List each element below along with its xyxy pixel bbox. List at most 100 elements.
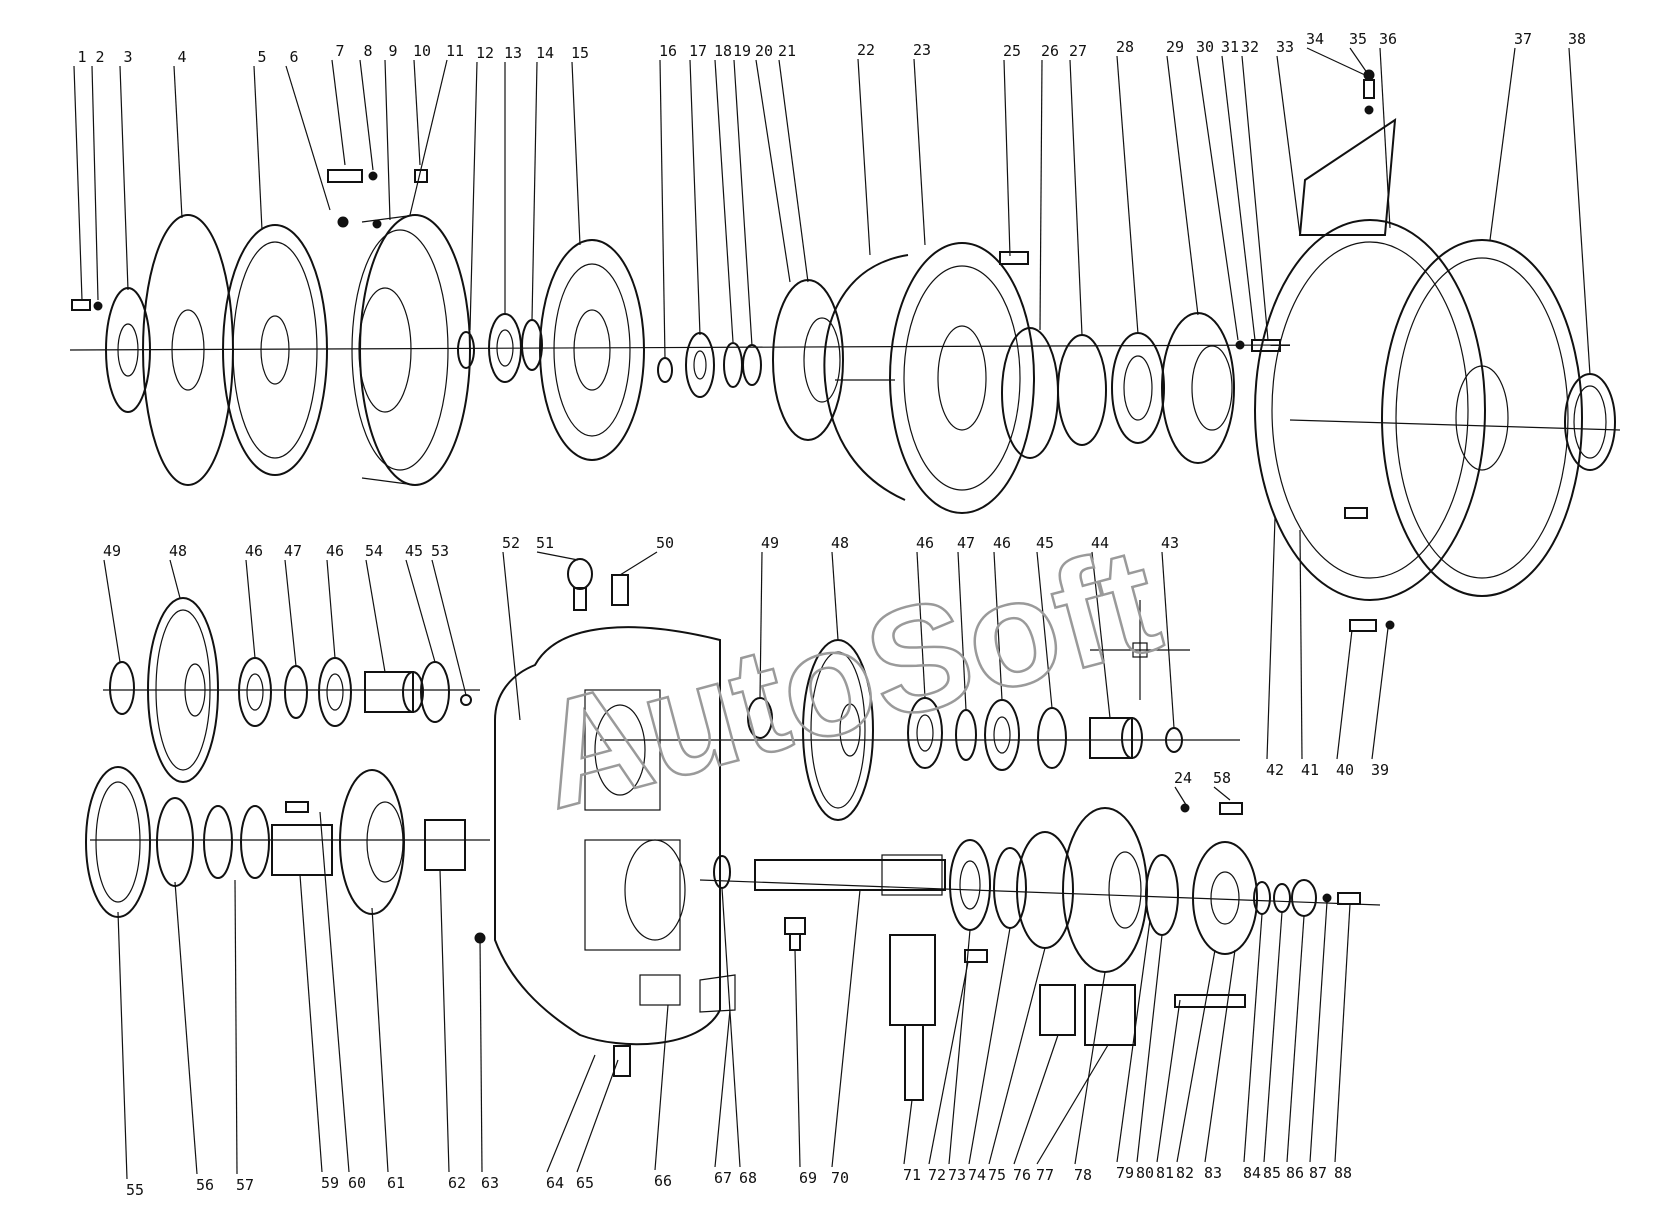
part-impeller-15 <box>539 239 645 461</box>
part-toothed-plate-5 <box>222 224 328 476</box>
leader-line-44 <box>1091 551 1111 719</box>
part-number-74: 74 <box>968 1166 986 1184</box>
leader-line-29 <box>1166 55 1199 316</box>
leader-line-69 <box>794 949 801 1168</box>
part-ring-56 <box>156 797 194 887</box>
part-number-80: 80 <box>1136 1164 1154 1182</box>
top-axis-line <box>69 344 1291 351</box>
leader-line-30 <box>1196 55 1239 341</box>
part-flange-61 <box>339 769 405 915</box>
leader-line-5 <box>253 65 263 231</box>
part-number-86: 86 <box>1286 1164 1304 1182</box>
part-number-29: 29 <box>1166 38 1184 56</box>
part-snap-ring-45-left <box>420 661 450 723</box>
leader-line-49 <box>103 559 121 663</box>
leader-line-35 <box>1349 47 1373 81</box>
leader-line-27 <box>1069 59 1083 336</box>
part-number-39: 39 <box>1371 761 1389 779</box>
leader-line-38 <box>1568 47 1591 376</box>
part-pin-7 <box>327 169 428 229</box>
leader-line-8 <box>359 59 374 171</box>
part-number-11: 11 <box>446 42 464 60</box>
part-number-25: 25 <box>1003 42 1021 60</box>
part-number-15: 15 <box>571 44 589 62</box>
part-sleeve-62 <box>424 819 466 871</box>
part-number-20: 20 <box>755 42 773 60</box>
part-hub-14 <box>521 319 543 371</box>
part-number-13: 13 <box>504 44 522 62</box>
part-number-41: 41 <box>1301 761 1319 779</box>
part-bolt-88 <box>1322 892 1361 905</box>
part-number-48: 48 <box>831 534 849 552</box>
part-number-70: 70 <box>831 1169 849 1187</box>
part-number-12: 12 <box>476 44 494 62</box>
leader-line-53 <box>431 559 467 696</box>
part-number-78: 78 <box>1074 1166 1092 1184</box>
leader-line-24 <box>1174 786 1189 809</box>
leader-line-46 <box>993 551 1003 701</box>
part-number-44: 44 <box>1091 534 1109 552</box>
part-washer-85 <box>1273 883 1291 913</box>
part-bearing-28 <box>1111 332 1165 444</box>
leader-line-33 <box>1276 55 1301 236</box>
leader-line-68 <box>721 887 741 1168</box>
part-spacer-47-left <box>284 665 308 719</box>
part-housing-11 <box>351 214 471 486</box>
part-number-21: 21 <box>778 42 796 60</box>
part-number-30: 30 <box>1196 38 1214 56</box>
part-bearing-46-left-b <box>318 657 352 727</box>
leader-line-39 <box>1371 627 1389 760</box>
part-number-59: 59 <box>321 1174 339 1192</box>
part-number-79: 79 <box>1116 1164 1134 1182</box>
part-number-61: 61 <box>387 1174 405 1192</box>
part-number-76: 76 <box>1013 1166 1031 1184</box>
leader-line-18 <box>714 59 734 343</box>
leader-line-84 <box>1243 913 1263 1163</box>
part-number-83: 83 <box>1204 1164 1222 1182</box>
leader-line-42 <box>1266 517 1276 760</box>
part-cover-flange-23 <box>889 242 1035 514</box>
part-number-1: 1 <box>77 48 86 66</box>
leader-line-64 <box>546 1054 596 1173</box>
leader-line-46 <box>916 551 926 699</box>
leader-line-76 <box>1013 1034 1059 1165</box>
leader-line-19 <box>733 59 753 347</box>
part-number-65: 65 <box>576 1174 594 1192</box>
leader-line-12 <box>469 61 478 331</box>
leader-line-1 <box>73 65 83 301</box>
part-breather-50 <box>611 574 629 606</box>
part-seal-38 <box>1564 373 1616 471</box>
crosshair-marker <box>1090 600 1190 700</box>
part-end-cover-79 <box>1062 807 1148 973</box>
leader-line-46 <box>245 559 256 659</box>
leader-line-55 <box>117 911 128 1180</box>
leader-line-79 <box>1116 919 1151 1163</box>
part-pump-77 <box>1084 984 1136 1046</box>
part-bolt-72 <box>964 949 988 963</box>
leader-line-31 <box>1221 55 1256 341</box>
part-number-58: 58 <box>1213 769 1231 787</box>
leader-line-34 <box>1306 47 1366 76</box>
part-number-37: 37 <box>1514 30 1532 48</box>
part-flange-83 <box>1192 841 1258 955</box>
leader-line-45 <box>1036 551 1053 709</box>
part-number-36: 36 <box>1379 30 1397 48</box>
leader-line-49 <box>759 551 763 699</box>
part-plates-66-67 <box>639 974 736 1013</box>
part-fitting-69 <box>784 917 806 951</box>
part-cover-76 <box>1039 984 1076 1036</box>
part-number-24: 24 <box>1174 769 1192 787</box>
part-number-10: 10 <box>413 42 431 60</box>
part-number-88: 88 <box>1334 1164 1352 1182</box>
leader-line-48 <box>831 551 839 641</box>
leader-line-70 <box>831 889 861 1168</box>
leader-line-48 <box>169 559 181 599</box>
part-seal-81 <box>1145 854 1179 936</box>
part-number-14: 14 <box>536 44 554 62</box>
leader-line-16 <box>659 59 666 359</box>
leader-line-10 <box>413 59 421 166</box>
part-ring-12 <box>457 331 475 369</box>
part-gasket-37 <box>1381 239 1583 597</box>
part-washer-86 <box>1291 879 1317 917</box>
